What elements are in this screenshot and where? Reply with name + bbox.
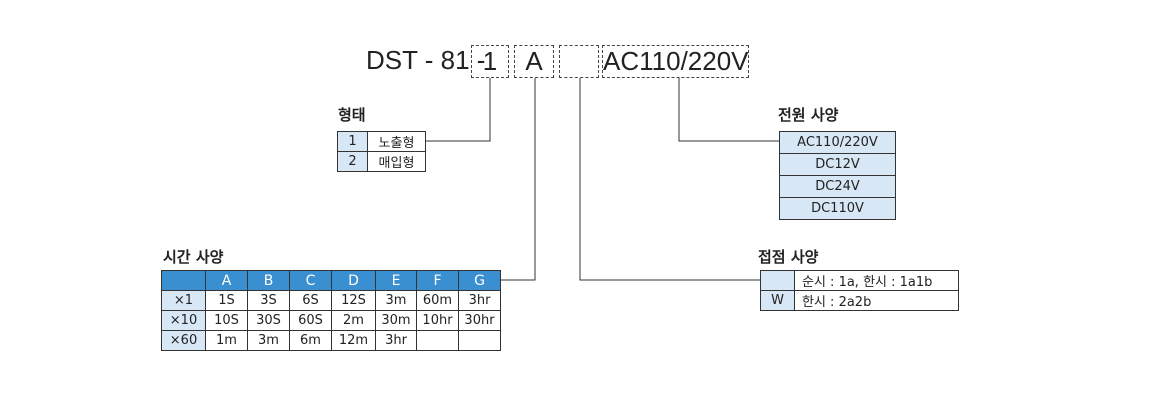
table-row: DC110V <box>779 197 896 220</box>
time-title: 시간 사양 <box>163 248 224 266</box>
table-row: 2 매입형 <box>337 151 426 172</box>
time-col-header: B <box>247 270 290 291</box>
time-value-cell: 6S <box>289 290 332 311</box>
contact-code-cell <box>760 270 795 291</box>
contact-title: 접점 사양 <box>758 248 819 266</box>
power-cell: DC110V <box>779 197 896 220</box>
slot-time-code: A <box>514 45 554 78</box>
time-value-cell: 60m <box>416 290 459 311</box>
table-row: AC110/220V <box>779 131 896 154</box>
connector-form <box>425 78 491 142</box>
contact-label-cell: 순시 : 1a, 한시 : 1a1b <box>794 270 959 291</box>
time-value-cell <box>458 330 501 351</box>
time-value-cell: 10S <box>205 310 248 331</box>
table-row: ×10 10S 30S 60S 2m 30m 10hr 30hr <box>161 310 501 331</box>
time-col-header: A <box>205 270 248 291</box>
time-mult-cell: ×60 <box>161 330 206 351</box>
table-row: ×60 1m 3m 6m 12m 3hr <box>161 330 501 351</box>
time-value-cell: 30hr <box>458 310 501 331</box>
time-corner-cell <box>161 270 206 291</box>
model-prefix: DST - 81 - <box>366 45 486 75</box>
time-col-header: C <box>289 270 332 291</box>
form-label-cell: 매입형 <box>367 151 426 172</box>
slot-power-code: AC110/220V <box>602 45 749 78</box>
time-value-cell: 3hr <box>375 330 417 351</box>
time-value-cell: 3hr <box>458 290 501 311</box>
power-title: 전원 사양 <box>778 106 839 124</box>
power-cell: DC24V <box>779 175 896 198</box>
table-row: W 한시 : 2a2b <box>760 290 959 311</box>
time-value-cell: 30S <box>247 310 290 331</box>
time-value-cell <box>416 330 459 351</box>
time-value-cell: 2m <box>331 310 376 331</box>
table-row: DC12V <box>779 153 896 176</box>
form-title: 형태 <box>338 106 366 124</box>
connector-power <box>678 78 779 142</box>
connector-time <box>500 78 536 281</box>
time-col-header: D <box>331 270 376 291</box>
time-col-header: F <box>416 270 459 291</box>
power-table: AC110/220V DC12V DC24V DC110V <box>779 131 896 220</box>
slot-contact-code <box>559 45 599 78</box>
slot-form-code: 1 <box>471 45 509 78</box>
time-value-cell: 12m <box>331 330 376 351</box>
power-cell: AC110/220V <box>779 131 896 154</box>
form-table: 1 노출형 2 매입형 <box>337 131 426 172</box>
time-value-cell: 1S <box>205 290 248 311</box>
power-cell: DC12V <box>779 153 896 176</box>
contact-table: 순시 : 1a, 한시 : 1a1b W 한시 : 2a2b <box>760 270 959 311</box>
time-value-cell: 3S <box>247 290 290 311</box>
form-code-cell: 1 <box>337 131 368 152</box>
time-value-cell: 3m <box>375 290 417 311</box>
time-value-cell: 6m <box>289 330 332 351</box>
table-row: 1 노출형 <box>337 131 426 152</box>
form-label-cell: 노출형 <box>367 131 426 152</box>
form-code-cell: 2 <box>337 151 368 172</box>
connector-contact <box>579 78 760 281</box>
time-col-header: G <box>458 270 501 291</box>
time-value-cell: 60S <box>289 310 332 331</box>
time-col-header: E <box>375 270 417 291</box>
time-value-cell: 30m <box>375 310 417 331</box>
time-table: A B C D E F G ×1 1S 3S 6S 12S 3m 60m 3hr… <box>161 270 501 351</box>
contact-code-cell: W <box>760 290 795 311</box>
time-value-cell: 12S <box>331 290 376 311</box>
table-row: DC24V <box>779 175 896 198</box>
time-value-cell: 3m <box>247 330 290 351</box>
time-value-cell: 10hr <box>416 310 459 331</box>
contact-label-cell: 한시 : 2a2b <box>794 290 959 311</box>
table-header-row: A B C D E F G <box>161 270 501 291</box>
time-value-cell: 1m <box>205 330 248 351</box>
table-row: ×1 1S 3S 6S 12S 3m 60m 3hr <box>161 290 501 311</box>
table-row: 순시 : 1a, 한시 : 1a1b <box>760 270 959 291</box>
time-mult-cell: ×10 <box>161 310 206 331</box>
time-mult-cell: ×1 <box>161 290 206 311</box>
